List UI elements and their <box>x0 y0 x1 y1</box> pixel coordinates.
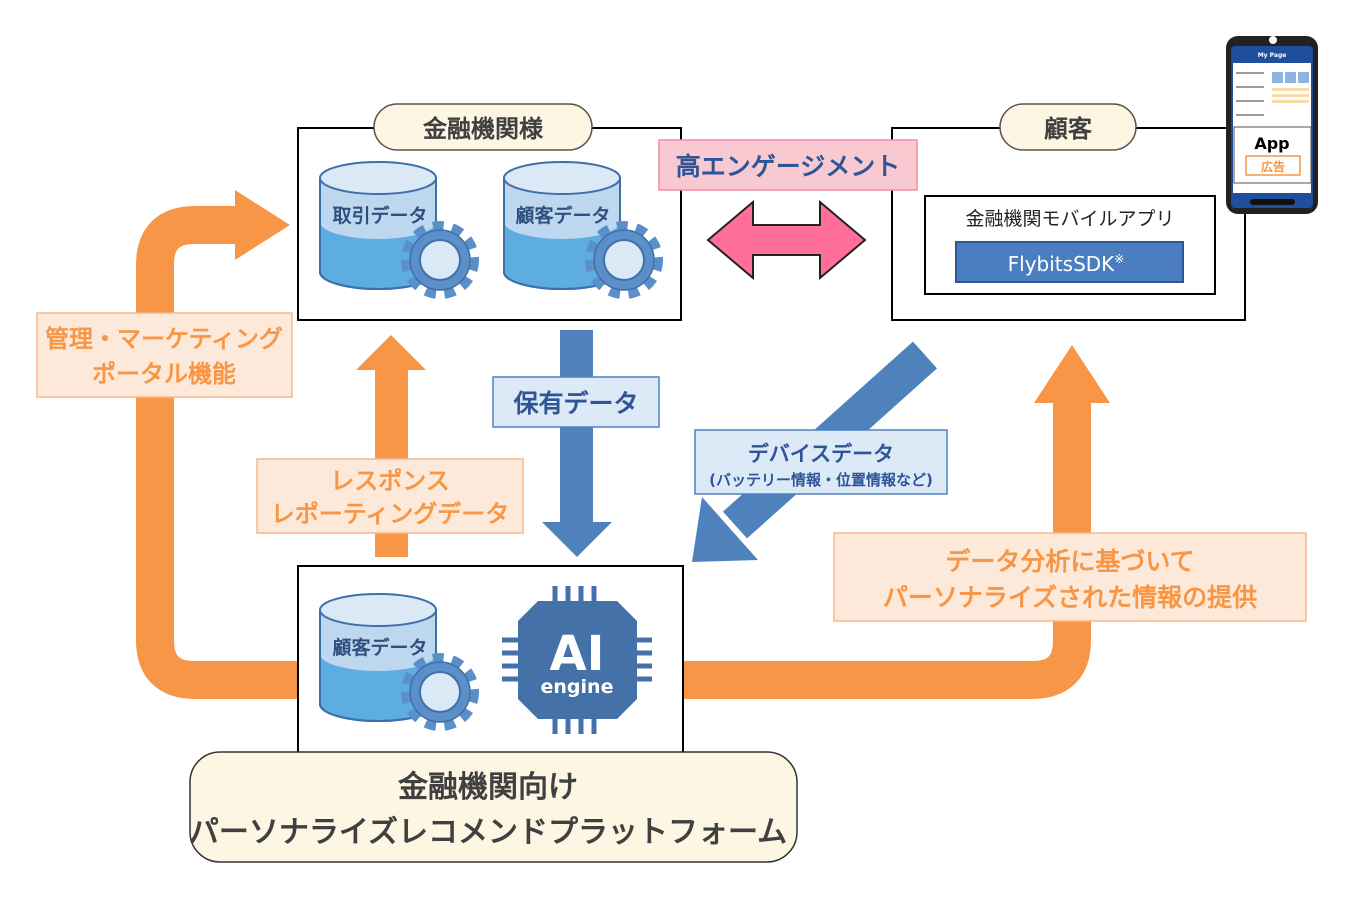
response-label-line1: レスポンス <box>330 467 450 495</box>
management-label-line2: ポータル機能 <box>92 360 236 388</box>
sdk-label: FlybitsSDK※ <box>1008 252 1125 276</box>
response-label-line2: レポーティングデータ <box>271 500 510 528</box>
management-label-box <box>36 312 293 398</box>
mobile-app-label: 金融機関モバイルアプリ <box>965 208 1174 230</box>
device-data-label-box <box>694 429 948 495</box>
personalized-label-line1: データ分析に基づいて <box>945 547 1194 576</box>
ai-title: AI <box>549 626 604 682</box>
engagement-double-arrow <box>706 199 867 281</box>
ai-engine-chip-icon: AI engine <box>502 586 652 734</box>
platform-title-box <box>189 751 798 863</box>
customer-pill <box>999 103 1137 151</box>
right-loop-arrow <box>683 395 1091 699</box>
financial-institution-pill <box>373 103 593 151</box>
engagement-label-box <box>658 139 918 191</box>
response-label-box <box>256 458 524 534</box>
device-data-subtitle: (バッテリー情報・位置情報など) <box>709 471 933 489</box>
holding-data-label: 保有データ <box>512 389 638 418</box>
platform-title-line1: 金融機関向け <box>397 770 578 805</box>
device-data-title: デバイスデータ <box>748 442 894 466</box>
sdk-box <box>955 241 1184 283</box>
smartphone-illustration: My Page App 広告 <box>1226 36 1318 214</box>
holding-data-arrowhead <box>542 522 612 557</box>
management-label-line1: 管理・マーケティング <box>45 325 283 353</box>
financial-institution-title: 金融機関様 <box>422 115 544 143</box>
database-label-transactions: 取引データ <box>332 204 427 227</box>
device-data-arrowhead <box>692 497 758 562</box>
holding-data-label-box <box>492 376 660 428</box>
phone-ad-label: 広告 <box>1261 159 1285 174</box>
customer-title: 顧客 <box>1044 115 1093 143</box>
phone-app-label: App <box>1254 134 1289 153</box>
personalized-label-box <box>833 532 1307 622</box>
svg-text:My Page: My Page <box>1258 52 1287 59</box>
response-arrowhead <box>356 335 426 370</box>
ai-subtitle: engine <box>541 676 614 698</box>
personalized-label-line2: パーソナライズされた情報の提供 <box>883 583 1257 612</box>
right-loop-arrowhead <box>1034 345 1110 403</box>
engagement-label: 高エンゲージメント <box>676 152 901 181</box>
platform-database-label: 顧客データ <box>332 636 427 659</box>
database-label-customers: 顧客データ <box>515 204 610 227</box>
left-loop-arrow <box>136 206 300 699</box>
left-loop-arrowhead <box>235 190 290 260</box>
platform-title-line2: パーソナライズレコメンドプラットフォーム <box>189 815 787 850</box>
